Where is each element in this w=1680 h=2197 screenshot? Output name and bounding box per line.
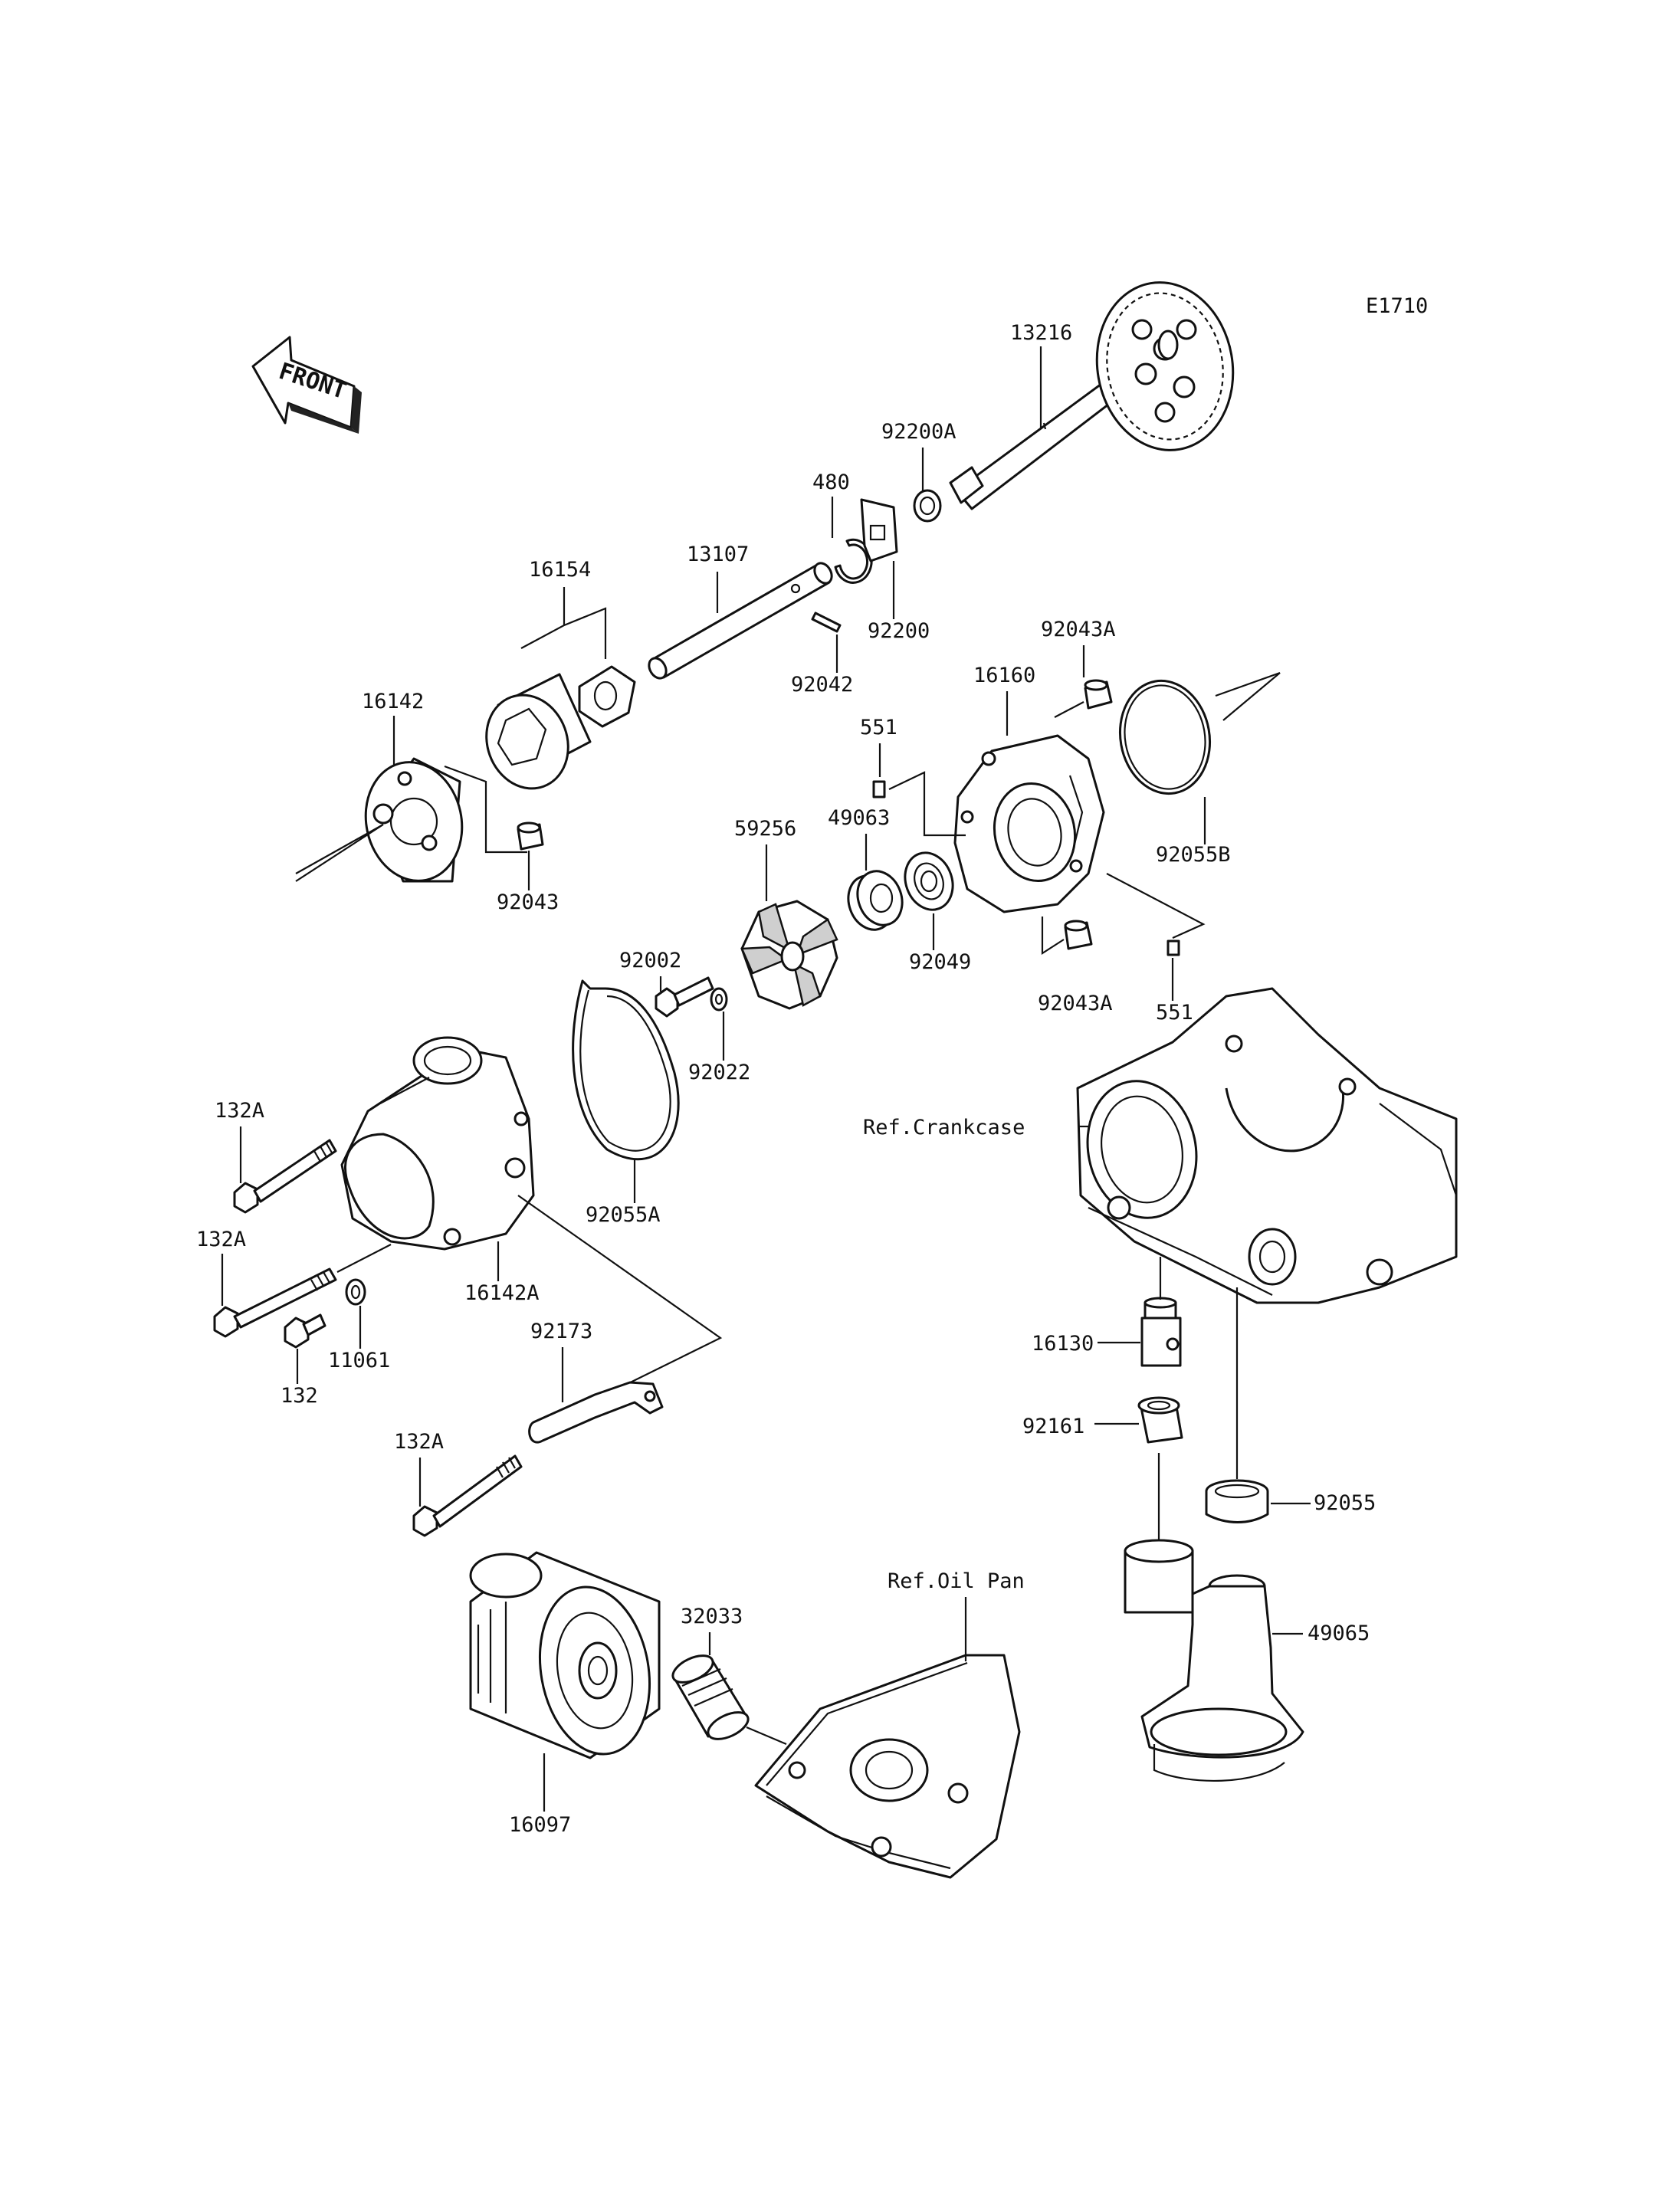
- callout-92043: 92043: [497, 890, 559, 914]
- callout-16160: 16160: [973, 664, 1035, 687]
- callout-92049: 92049: [909, 950, 971, 974]
- part-16142-pump-body: [364, 757, 464, 883]
- part-59256-impeller: [740, 900, 838, 1010]
- callout-132: 132: [281, 1384, 318, 1408]
- part-132-bolt: [284, 1313, 326, 1349]
- part-92022-washer: [710, 987, 728, 1012]
- callout-92042: 92042: [791, 673, 853, 697]
- callout-92002: 92002: [619, 949, 681, 972]
- front-arrow-icon: FRONT: [251, 336, 362, 434]
- part-92200A-washer: [913, 489, 942, 523]
- part-92055A-gasket: [572, 979, 680, 1160]
- callout-49063: 49063: [828, 806, 890, 830]
- callout-132A-1: 132A: [215, 1099, 264, 1123]
- callout-92055: 92055: [1314, 1491, 1376, 1515]
- callout-49065: 49065: [1308, 1622, 1370, 1645]
- callout-132A-2: 132A: [196, 1228, 246, 1251]
- callout-13107: 13107: [687, 543, 749, 566]
- callout-92055B: 92055B: [1156, 843, 1231, 867]
- ref-oil-pan: [754, 1654, 1021, 1879]
- callout-13216: 13216: [1010, 321, 1072, 345]
- callout-92161: 92161: [1022, 1415, 1084, 1438]
- part-32033-fitting: [671, 1654, 750, 1740]
- callout-92043A-bottom: 92043A: [1038, 992, 1113, 1015]
- callout-16154: 16154: [529, 558, 591, 582]
- diagram-code: E1710: [1366, 294, 1428, 318]
- part-92173-bracket: [528, 1381, 664, 1444]
- part-13216-gear-shaft: [949, 281, 1235, 510]
- part-92002-bolt: [655, 976, 714, 1018]
- callout-32033: 32033: [681, 1605, 743, 1628]
- callout-92173: 92173: [530, 1320, 592, 1343]
- part-551-pin-top: [872, 780, 886, 798]
- part-16097-oil-filter: [469, 1551, 661, 1759]
- part-92200-plate: [860, 498, 898, 562]
- ref-crankcase: [1076, 987, 1458, 1304]
- part-13107-shaft: [648, 562, 833, 680]
- part-92042-pin: [811, 612, 842, 633]
- callout-11061: 11061: [328, 1349, 390, 1372]
- callout-132A-3: 132A: [394, 1430, 444, 1454]
- part-92055-o-ring: [1205, 1479, 1269, 1523]
- ref-crankcase-label: Ref.Crankcase: [863, 1116, 1025, 1139]
- part-132A-bolt-1: [233, 1139, 337, 1214]
- part-16154-rotor-set: [485, 665, 636, 790]
- callout-480: 480: [812, 471, 850, 494]
- part-132A-bolt-3: [412, 1454, 523, 1537]
- callout-16142: 16142: [362, 690, 424, 713]
- callout-92200: 92200: [868, 619, 930, 643]
- part-92161-nut: [1137, 1396, 1183, 1444]
- part-16160-pump-cover: [953, 734, 1105, 913]
- callout-551-top: 551: [860, 716, 897, 739]
- part-11061-washer: [345, 1278, 366, 1306]
- callout-551-bottom: 551: [1156, 1001, 1193, 1025]
- part-49063-seal: [847, 870, 904, 931]
- ref-oil-pan-label: Ref.Oil Pan: [888, 1569, 1025, 1593]
- part-49065-oil-strainer: [1124, 1539, 1304, 1782]
- callout-16142A: 16142A: [464, 1281, 540, 1305]
- part-132A-bolt-2: [213, 1267, 337, 1338]
- callout-59256: 59256: [734, 817, 796, 841]
- callout-92200A: 92200A: [881, 420, 956, 444]
- part-16142A-pump-cover-body: [340, 1036, 535, 1251]
- callout-92055A: 92055A: [586, 1203, 661, 1227]
- callout-92043A-top: 92043A: [1041, 618, 1116, 641]
- callout-16097: 16097: [509, 1813, 571, 1837]
- part-92049-oil-seal: [904, 851, 954, 911]
- callout-16130: 16130: [1032, 1332, 1094, 1356]
- part-92055B-o-ring: [1118, 679, 1212, 795]
- part-16130-fitting: [1140, 1297, 1182, 1367]
- callout-92022: 92022: [688, 1061, 750, 1084]
- part-551-pin-bottom: [1166, 939, 1180, 956]
